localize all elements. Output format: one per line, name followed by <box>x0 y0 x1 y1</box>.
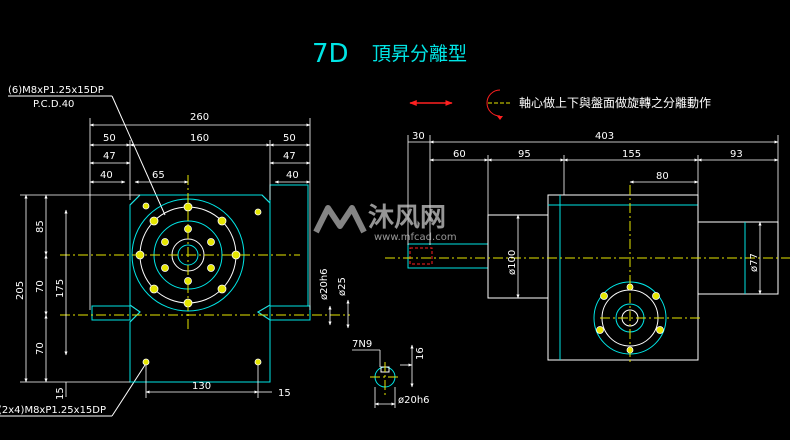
key-label: 7N9 <box>352 339 372 350</box>
title-code: 7D <box>312 39 349 69</box>
svg-text:ø100: ø100 <box>507 250 518 275</box>
svg-text:40: 40 <box>286 170 299 181</box>
gearbox-body <box>547 194 699 361</box>
side-view <box>385 185 790 362</box>
mf-logo-icon <box>313 205 367 234</box>
key-height: 16 <box>415 347 426 360</box>
watermark-brand: 沐风网 <box>368 203 446 233</box>
svg-text:155: 155 <box>622 149 641 160</box>
svg-text:93: 93 <box>730 149 743 160</box>
note-top-hole: (6)M8xP1.25x15DP <box>8 85 104 96</box>
svg-text:ø25: ø25 <box>337 277 348 296</box>
svg-text:85: 85 <box>35 220 46 233</box>
title-name: 頂昇分離型 <box>372 43 467 65</box>
right-shaft <box>269 305 311 321</box>
svg-text:50: 50 <box>283 133 296 144</box>
svg-text:40: 40 <box>100 170 113 181</box>
svg-text:70: 70 <box>35 280 46 293</box>
watermark: 沐风网 www.mfcad.com <box>313 203 457 243</box>
motion-legend: 軸心做上下與盤面做旋轉之分離動作 <box>409 89 711 120</box>
side-dimensions <box>407 135 779 299</box>
front-view <box>60 175 350 383</box>
svg-text:47: 47 <box>103 151 116 162</box>
svg-text:80: 80 <box>656 171 669 182</box>
side-housing <box>269 184 309 307</box>
svg-text:205: 205 <box>15 281 26 300</box>
svg-text:160: 160 <box>190 133 209 144</box>
watermark-url: www.mfcad.com <box>374 232 457 243</box>
legend-text: 軸心做上下與盤面做旋轉之分離動作 <box>519 95 711 110</box>
svg-text:50: 50 <box>103 133 116 144</box>
key-shaft-dia: ø20h6 <box>398 395 430 406</box>
note-pcd: P.C.D.40 <box>33 99 74 110</box>
bolt-holes <box>135 202 262 366</box>
front-dimension-labels: 260 50 160 50 47 47 40 40 65 205 85 70 7… <box>15 112 348 400</box>
front-dimensions <box>20 118 350 398</box>
key-detail: 7N9 16 ø20h6 <box>352 339 430 408</box>
svg-text:95: 95 <box>518 149 531 160</box>
side-dimension-labels: 30 403 60 95 155 93 80 ø100 ø77 <box>412 131 760 275</box>
svg-text:60: 60 <box>453 149 466 160</box>
svg-text:260: 260 <box>190 112 209 123</box>
svg-text:15: 15 <box>278 388 291 399</box>
svg-text:130: 130 <box>192 381 211 392</box>
svg-text:15: 15 <box>55 387 66 400</box>
drawing-title: 7D 頂昇分離型 <box>312 39 467 69</box>
svg-text:65: 65 <box>152 170 165 181</box>
left-shaft <box>91 305 131 321</box>
svg-text:175: 175 <box>55 279 66 298</box>
svg-text:47: 47 <box>283 151 296 162</box>
svg-text:30: 30 <box>412 131 425 142</box>
svg-text:ø77: ø77 <box>749 253 760 272</box>
svg-text:403: 403 <box>595 131 614 142</box>
svg-text:70: 70 <box>35 342 46 355</box>
rotation-arrow-icon <box>486 89 512 120</box>
note-bottom-hole: (2x4)M8xP1.25x15DP <box>0 405 106 416</box>
svg-text:ø20h6: ø20h6 <box>319 268 330 300</box>
